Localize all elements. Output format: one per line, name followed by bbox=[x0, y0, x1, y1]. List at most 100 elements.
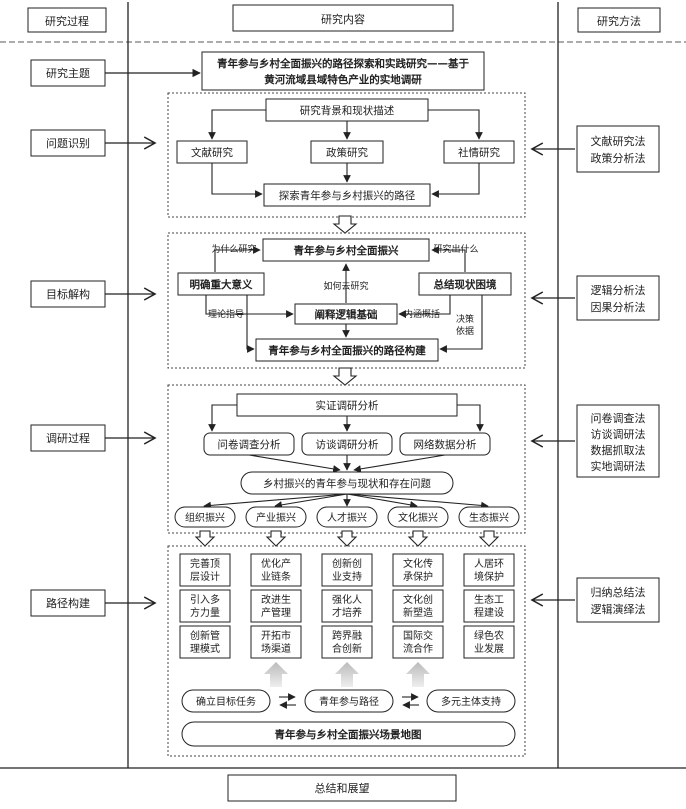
revitalize-industry-label: 产业振兴 bbox=[256, 511, 296, 524]
section-down-arrow-1 bbox=[332, 215, 358, 234]
pill-goal: 确立目标任务 bbox=[181, 689, 271, 713]
measure-label: 程建设 bbox=[474, 606, 504, 619]
stage-topic-label: 研究主题 bbox=[46, 66, 90, 80]
stage-topic: 研究主题 bbox=[30, 59, 106, 87]
revitalize-culture-label: 文化振兴 bbox=[398, 511, 438, 524]
method-decompose-1: 逻辑分析法 bbox=[591, 283, 646, 297]
measure-label: 场渠道 bbox=[261, 642, 291, 655]
identify-bottom-box: 探索青年参与乡村振兴的路径 bbox=[263, 183, 431, 207]
method-path: 归纳总结法 逻辑演绎法 bbox=[576, 577, 660, 623]
survey-item-questionnaire-label: 问卷调查分析 bbox=[218, 438, 281, 451]
label-connotation: 内涵概括 bbox=[404, 308, 440, 320]
survey-top-label: 实证调研分析 bbox=[316, 399, 379, 412]
measure-label: 生态工 bbox=[474, 593, 504, 606]
survey-item-interview: 访谈调研分析 bbox=[301, 432, 393, 456]
method-identify: 文献研究法 政策分析法 bbox=[576, 125, 660, 173]
column-down-arrow-2 bbox=[265, 530, 287, 547]
identify-item-society-label: 社情研究 bbox=[458, 146, 500, 159]
measure-label: 方力量 bbox=[190, 606, 220, 619]
identify-item-society: 社情研究 bbox=[443, 140, 515, 164]
survey-item-questionnaire: 问卷调查分析 bbox=[203, 432, 295, 456]
survey-item-network-label: 网络数据分析 bbox=[414, 438, 477, 451]
measure-label: 业支持 bbox=[332, 570, 362, 583]
revitalize-ecology: 生态振兴 bbox=[458, 506, 520, 528]
measure-label: 引入多 bbox=[190, 593, 220, 606]
identify-item-literature-label: 文献研究 bbox=[191, 146, 233, 159]
measure-label: 新塑造 bbox=[403, 606, 433, 619]
measure-label: 创新创 bbox=[332, 557, 362, 570]
identify-item-policy-label: 政策研究 bbox=[326, 146, 368, 159]
column-down-arrow-3 bbox=[336, 530, 358, 547]
pill-youth-path-label: 青年参与路径 bbox=[319, 695, 379, 708]
method-survey-1: 问卷调查法 bbox=[591, 411, 646, 425]
decompose-right-label: 总结现状困境 bbox=[434, 278, 497, 291]
identify-section-frame bbox=[167, 92, 526, 218]
revitalize-industry: 产业振兴 bbox=[245, 506, 307, 528]
decompose-what-arrow bbox=[431, 246, 466, 272]
survey-arrow-right bbox=[457, 404, 484, 432]
measure-label: 层设计 bbox=[190, 570, 220, 583]
identify-item-policy: 政策研究 bbox=[310, 140, 384, 164]
column-down-arrow-1 bbox=[194, 530, 216, 547]
up-arrow-left bbox=[264, 662, 288, 687]
method-survey: 问卷调查法 访谈调研法 数据抓取法 实地调研法 bbox=[576, 404, 660, 478]
header-method: 研究方法 bbox=[577, 7, 661, 33]
decompose-connotation-arrow bbox=[398, 295, 451, 318]
method-survey-3: 数据抓取法 bbox=[591, 443, 646, 457]
decompose-why-arrow bbox=[214, 246, 261, 272]
header-content-label: 研究内容 bbox=[321, 12, 365, 26]
identify-arrow-right bbox=[428, 109, 483, 140]
identify-merge-right bbox=[431, 163, 480, 198]
fanout-arrow-1 bbox=[203, 493, 348, 510]
label-why-research: 为什么研究 bbox=[211, 243, 256, 255]
label-decision-2: 依据 bbox=[456, 325, 474, 337]
column-down-arrow-4 bbox=[407, 530, 429, 547]
column-down-arrow-5 bbox=[478, 530, 500, 547]
measure-label: 完善顶 bbox=[190, 557, 220, 570]
survey-bottom-box: 乡村振兴的青年参与现状和存在问题 bbox=[240, 471, 454, 495]
measure-label: 流合作 bbox=[403, 642, 433, 655]
measure-label: 业链条 bbox=[261, 570, 291, 583]
decompose-top-label: 青年参与乡村全面振兴 bbox=[294, 244, 399, 257]
fanout-arrow-2 bbox=[274, 493, 348, 509]
survey-item-interview-label: 访谈调研分析 bbox=[316, 438, 379, 451]
survey-section-frame bbox=[167, 384, 526, 534]
research-title: 青年参与乡村全面振兴的路径探索和实践研究——基于 黄河流域县域特色产业的实地调研 bbox=[201, 51, 485, 91]
revitalize-talent: 人才振兴 bbox=[316, 506, 378, 528]
pill-goal-label: 确立目标任务 bbox=[196, 695, 256, 708]
pill-youth-path: 青年参与路径 bbox=[304, 689, 394, 713]
decompose-bottom-label: 青年参与乡村全面振兴的路径构建 bbox=[268, 344, 426, 357]
decompose-right-box: 总结现状困境 bbox=[418, 272, 512, 296]
label-theory-guidance: 理论指导 bbox=[208, 308, 244, 320]
measure-label: 产管理 bbox=[261, 606, 291, 619]
measure-label: 国际交 bbox=[403, 629, 433, 642]
measure-label: 改进生 bbox=[261, 593, 291, 606]
identify-bottom-label: 探索青年参与乡村振兴的路径 bbox=[279, 189, 416, 202]
pill-multi-support-label: 多元主体支持 bbox=[441, 695, 501, 708]
survey-converge-right bbox=[353, 454, 446, 473]
stage-identify-label: 问题识别 bbox=[46, 137, 90, 150]
measure-label: 创新管 bbox=[190, 629, 220, 642]
decompose-section-frame bbox=[167, 232, 526, 369]
revitalize-organization-label: 组织振兴 bbox=[185, 511, 225, 524]
header-content: 研究内容 bbox=[232, 4, 454, 32]
pill-multi-support: 多元主体支持 bbox=[426, 689, 516, 713]
revitalize-talent-label: 人才振兴 bbox=[327, 511, 367, 524]
stage-path-label: 路径构建 bbox=[46, 596, 90, 610]
header-method-label: 研究方法 bbox=[597, 14, 641, 28]
method-survey-2: 访谈调研法 bbox=[591, 427, 646, 441]
decompose-left-box: 明确重大意义 bbox=[177, 272, 265, 296]
decompose-theory-arrow bbox=[205, 295, 294, 318]
